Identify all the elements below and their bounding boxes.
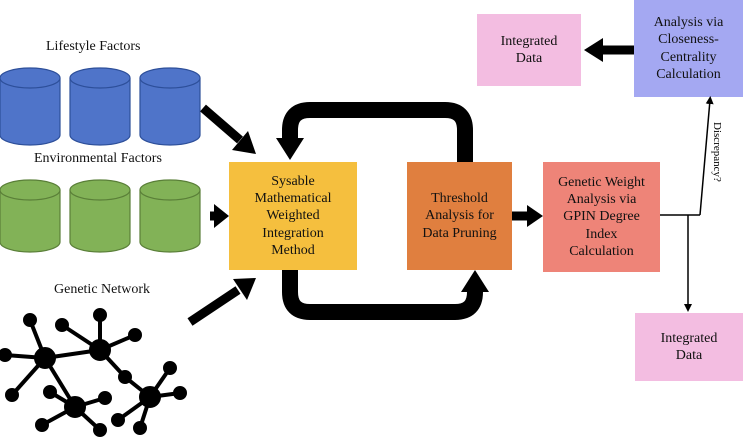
network-node (5, 388, 19, 402)
arrow-lifestyle-to-integration (200, 104, 256, 154)
network-node (55, 318, 69, 332)
input-arrows (187, 104, 256, 326)
database-icon (139, 179, 201, 253)
network-node (98, 391, 112, 405)
threshold-analysis-text: Threshold Analysis for Data Pruning (422, 191, 497, 241)
database-icon (0, 179, 61, 253)
genetic-network-label: Genetic Network (54, 282, 151, 297)
network-hub-node (89, 339, 111, 361)
lifestyle-database-icons (0, 67, 201, 146)
closeness-centrality-box: Analysis via Closeness- Centrality Calcu… (634, 0, 743, 97)
integration-method-box: Sysable Mathematical Weighted Integratio… (229, 162, 357, 270)
integrated-data-top-text: Integrated Data (500, 33, 558, 66)
arrow-environmental-to-integration (210, 204, 229, 228)
network-node (35, 418, 49, 432)
genetic-weight-analysis-box: Genetic Weight Analysis via GPIN Degree … (543, 162, 660, 272)
environmental-factors-label: Environmental Factors (34, 151, 162, 166)
threshold-analysis-box: Threshold Analysis for Data Pruning (407, 162, 512, 270)
network-node (128, 328, 142, 342)
integration-method-text: Sysable Mathematical Weighted Integratio… (254, 174, 332, 258)
network-node (93, 423, 107, 437)
network-node (118, 370, 132, 384)
network-node (0, 348, 12, 362)
network-node (93, 308, 107, 322)
network-node (23, 313, 37, 327)
network-node (133, 421, 147, 435)
network-node (111, 413, 125, 427)
network-hub-node (34, 347, 56, 369)
closeness-centrality-text: Analysis via Closeness- Centrality Calcu… (653, 15, 724, 82)
discrepancy-connectors (660, 96, 714, 312)
lifestyle-factors-label: Lifestyle Factors (46, 39, 141, 54)
database-icon (69, 67, 131, 146)
loop-arrow-top (276, 102, 473, 162)
arrow-threshold-to-genetic-weight (512, 205, 543, 227)
network-node (173, 386, 187, 400)
environmental-database-icons (0, 179, 201, 253)
arrow-genetic-to-integration (187, 278, 256, 326)
network-hub-node (139, 386, 161, 408)
network-node (163, 361, 177, 375)
loop-arrow-bottom (282, 270, 489, 320)
arrow-closeness-to-integrated (584, 38, 634, 62)
database-icon (69, 179, 131, 253)
network-node (43, 385, 57, 399)
database-icon (139, 67, 201, 146)
integrated-data-bottom-text: Integrated Data (660, 330, 718, 363)
integrated-data-top-box: Integrated Data (477, 14, 581, 86)
database-icon (0, 67, 61, 146)
discrepancy-label: Discrepancy? (711, 122, 723, 182)
integrated-data-bottom-box: Integrated Data (635, 313, 743, 381)
network-hub-node (64, 396, 86, 418)
genetic-network-icon (0, 308, 187, 437)
genetic-weight-analysis-text: Genetic Weight Analysis via GPIN Degree … (558, 175, 645, 259)
